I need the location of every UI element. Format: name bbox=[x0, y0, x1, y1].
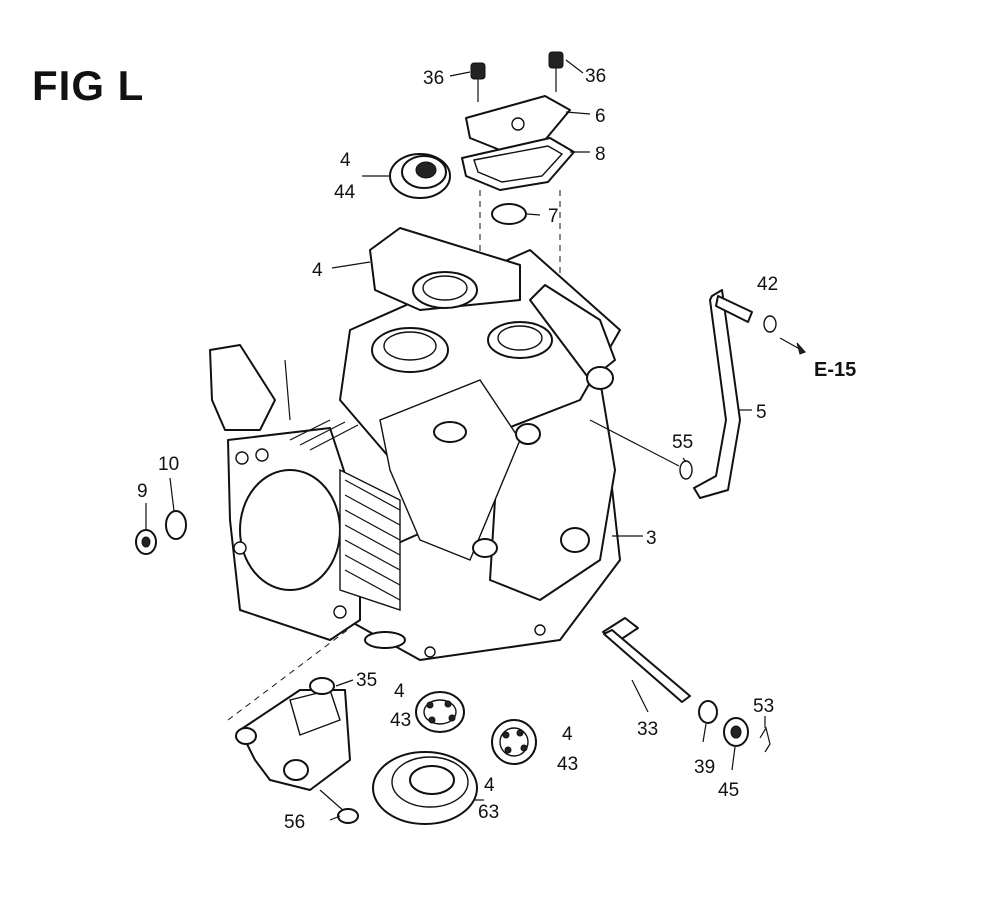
callout-63: 63 bbox=[478, 802, 499, 823]
callout-5: 5 bbox=[756, 402, 767, 423]
figure-title: FIG L bbox=[32, 62, 145, 109]
callout-53: 53 bbox=[753, 696, 774, 717]
washer-10 bbox=[165, 510, 187, 540]
callout-10: 10 bbox=[158, 454, 179, 475]
callout-36: 36 bbox=[423, 68, 444, 89]
bolt-36-right bbox=[548, 51, 564, 92]
callout-43: 43 bbox=[557, 754, 578, 775]
breather-tube-5 bbox=[693, 289, 741, 499]
o-ring-7 bbox=[491, 203, 527, 225]
callout-4: 4 bbox=[394, 681, 405, 702]
callout-39: 39 bbox=[694, 757, 715, 778]
bearing-43-right bbox=[491, 719, 537, 765]
callout-56: 56 bbox=[284, 812, 305, 833]
nut-45 bbox=[723, 717, 749, 747]
callout-3: 3 bbox=[646, 528, 657, 549]
pin-53 bbox=[759, 726, 771, 753]
washer-39 bbox=[698, 700, 718, 724]
bearing-63 bbox=[372, 751, 478, 825]
callout-4: 4 bbox=[484, 775, 495, 796]
nut-9 bbox=[135, 529, 157, 555]
bearing-43-left bbox=[415, 691, 465, 733]
oil-seal-44 bbox=[389, 153, 451, 199]
governor-bracket-35 bbox=[235, 677, 351, 791]
callout-42: 42 bbox=[757, 274, 778, 295]
callout-36: 36 bbox=[585, 66, 606, 87]
callout-44: 44 bbox=[334, 182, 356, 203]
callout-45: 45 bbox=[718, 780, 739, 801]
crankcase-3 bbox=[209, 227, 621, 661]
bolt-36-left bbox=[470, 62, 486, 102]
callout-43: 43 bbox=[390, 710, 411, 731]
clamp-55 bbox=[679, 460, 693, 480]
reference-link-e15[interactable]: E-15 bbox=[814, 359, 856, 381]
bolt-56 bbox=[319, 789, 359, 824]
callout-35: 35 bbox=[356, 670, 377, 691]
clamp-42 bbox=[763, 315, 777, 333]
callout-55: 55 bbox=[672, 432, 693, 453]
callout-33: 33 bbox=[637, 719, 658, 740]
callout-9: 9 bbox=[137, 481, 148, 502]
callout-8: 8 bbox=[595, 144, 606, 165]
cover-plate-hole bbox=[511, 117, 525, 131]
callout-4: 4 bbox=[340, 150, 351, 171]
governor-shaft-33 bbox=[602, 617, 691, 703]
callout-4: 4 bbox=[562, 724, 573, 745]
callout-4: 4 bbox=[312, 260, 323, 281]
callout-7: 7 bbox=[548, 206, 559, 227]
callout-6: 6 bbox=[595, 106, 606, 127]
